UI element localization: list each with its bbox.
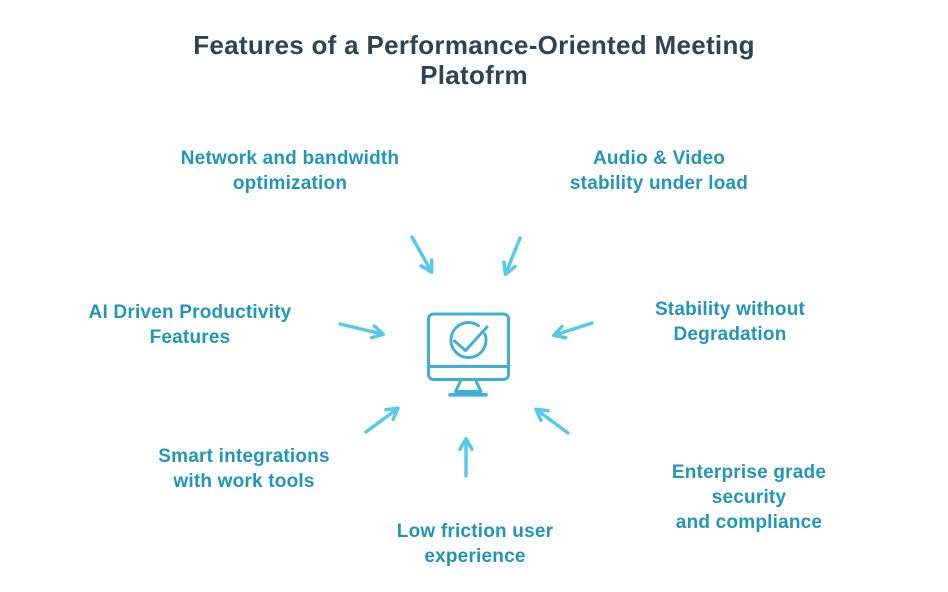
- arrow-top-left: [410, 235, 434, 274]
- feature-label-smart-integrations: Smart integrations with work tools: [158, 446, 330, 492]
- feature-label-low-friction-ux: Low friction user experience: [396, 521, 554, 567]
- feature-label-audio-video-stability: Audio & Video stability under load: [569, 148, 749, 194]
- arrow-right: [551, 321, 594, 340]
- arrow-left: [338, 322, 386, 340]
- page-title: Features of a Performance-Oriented Meeti…: [193, 30, 755, 90]
- feature-label-enterprise-security: Enterprise grade security and compliance: [671, 462, 827, 533]
- feature-label-network-bandwidth: Network and bandwidth optimization: [180, 148, 400, 194]
- arrow-bottom-right: [534, 407, 570, 435]
- arrow-bottom-left: [364, 406, 400, 434]
- arrow-top-right: [502, 236, 522, 276]
- monitor-checkmark-icon: [427, 312, 510, 397]
- feature-label-ai-productivity: AI Driven Productivity Features: [88, 302, 292, 348]
- feature-label-stability-without-degradation: Stability without Degradation: [654, 299, 806, 345]
